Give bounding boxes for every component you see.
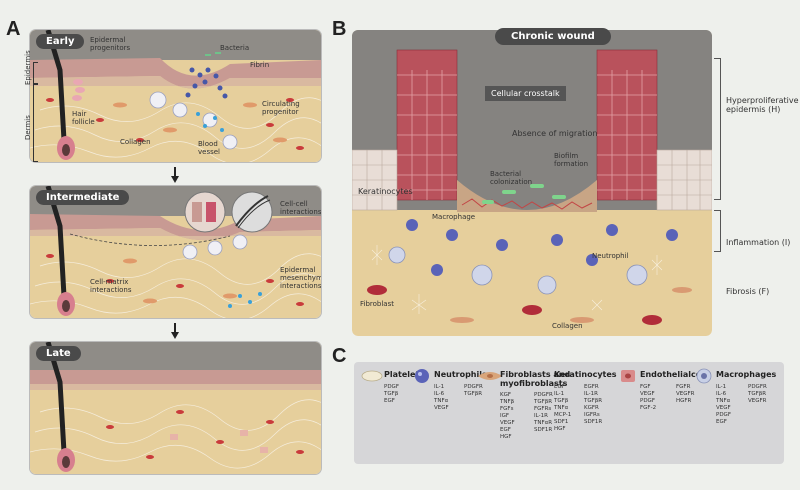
legend-title: Endothelialcells — [640, 370, 712, 379]
label-cell-cell-interactions: Cell-cell interactions — [280, 200, 321, 216]
label-hair-follicle: Hair follicle — [72, 110, 95, 126]
legend-factor-list: IL-1 IL-6 TNFα VEGF PDGF EGF — [716, 384, 731, 425]
stage-title-late: Late — [36, 346, 81, 361]
dermis-bracket — [33, 84, 38, 162]
chronic-wound-title: Chronic wound — [495, 28, 611, 45]
legend-factor-list: PDGFR TGFβR FGFRs IL-1R TNFαR SDF1R — [534, 392, 553, 433]
neutrophil-icon — [415, 369, 429, 383]
fibroblast-icon — [478, 372, 502, 380]
label-epidermal-progenitors: Epidermal progenitors — [90, 36, 131, 52]
label-dermis: Dermis — [24, 115, 32, 140]
panel-label-b: B — [332, 18, 347, 40]
cellular-crosstalk-label: Cellular crosstalk — [485, 86, 566, 101]
legend-title: Neutrophils — [434, 370, 487, 379]
stage-title-early: Early — [36, 34, 85, 49]
label-epidermis: Epidermis — [24, 50, 32, 85]
legend-factor-list: FGF VEGF PDGF FGF-2 — [640, 384, 657, 411]
intermediate-panel: Intermediate Cell-cell interactions Cell… — [30, 186, 321, 318]
arrow-early-to-intermediate-line — [174, 167, 176, 177]
label-cell-matrix-interactions: Cell-matrix interactions — [90, 278, 132, 294]
endothelial-icon — [621, 370, 635, 382]
legend-factor-list: EGFR IL-1R TGFβR KGFR IGFRs SDF1R — [584, 384, 603, 425]
epidermis-bracket — [33, 62, 38, 84]
panel-label-c: C — [332, 345, 347, 367]
legend-title: Keratinocytes — [554, 370, 617, 379]
legend-factor-list: KGF TNFβ FGFs IGF VEGF EGF HGF — [500, 392, 515, 440]
label-circulating-progenitor: Circulating progenitor — [262, 100, 300, 116]
legend-title: Macrophages — [716, 370, 777, 379]
panel-label-a: A — [6, 18, 21, 40]
chronic-wound-illustration — [352, 30, 712, 336]
legend-factor-list: FGFR VEGFR HGFR — [676, 384, 695, 404]
label-absence-of-migration: Absence of migration — [512, 129, 598, 138]
hyperproliferative-bracket — [714, 58, 721, 200]
chronic-wound-panel: Chronic wound Cellular crosstalk Absence… — [352, 28, 712, 336]
legend-factor-list: EGF IL-1 TGFβ TNFα MCP-1 SDF1 HGF — [554, 384, 572, 432]
label-fibrosis: Fibrosis (F) — [726, 287, 770, 296]
stage-title-intermediate: Intermediate — [36, 190, 130, 205]
late-illustration — [30, 342, 321, 474]
label-bacteria: Bacteria — [220, 44, 250, 52]
label-fibroblast: Fibroblast — [360, 300, 394, 308]
arrow-early-to-intermediate — [171, 176, 179, 183]
legend-factor-list: PDGF TGFβ EGF — [384, 384, 399, 404]
label-inflammation: Inflammation (I) — [726, 238, 791, 247]
legend-title: Fibroblasts and myofibroblasts — [500, 370, 571, 388]
platelet-icon — [361, 370, 383, 382]
early-illustration — [30, 30, 321, 162]
inflammation-bracket — [714, 210, 721, 252]
label-bacterial-colonization: Bacterial colonization — [490, 170, 533, 186]
legend-factor-list: IL-1 IL-6 TNFα VEGF — [434, 384, 449, 411]
label-neutrophil: Neutrophil — [592, 252, 629, 260]
early-panel: Early Epidermal progenitors Bacteria Fib… — [30, 30, 321, 162]
label-fibrin: Fibrin — [250, 61, 270, 69]
label-blood-vessel: Blood vessel — [198, 140, 220, 156]
label-epidermal-mesenchymal: Epidermal mesenchymal interactions — [280, 266, 321, 290]
legend-factor-list: PDGFR TGFβR — [464, 384, 483, 397]
label-macrophage: Macrophage — [432, 213, 476, 221]
intermediate-illustration — [30, 186, 321, 318]
arrow-intermediate-to-late-line — [174, 323, 176, 333]
label-collagen-b: Collagen — [552, 322, 583, 330]
label-keratinocytes: Keratinocytes — [358, 187, 413, 196]
late-panel: Late — [30, 342, 321, 474]
legend-title: Platelets — [384, 370, 425, 379]
label-collagen: Collagen — [120, 138, 151, 146]
label-biofilm-formation: Biofilm formation — [554, 152, 589, 168]
arrow-intermediate-to-late — [171, 332, 179, 339]
legend-factor-list: PDGFR TGFβR VEGFR — [748, 384, 767, 404]
label-hyperproliferative-epidermis: Hyperproliferative epidermis (H) — [726, 96, 799, 114]
macrophage-icon — [696, 368, 712, 384]
